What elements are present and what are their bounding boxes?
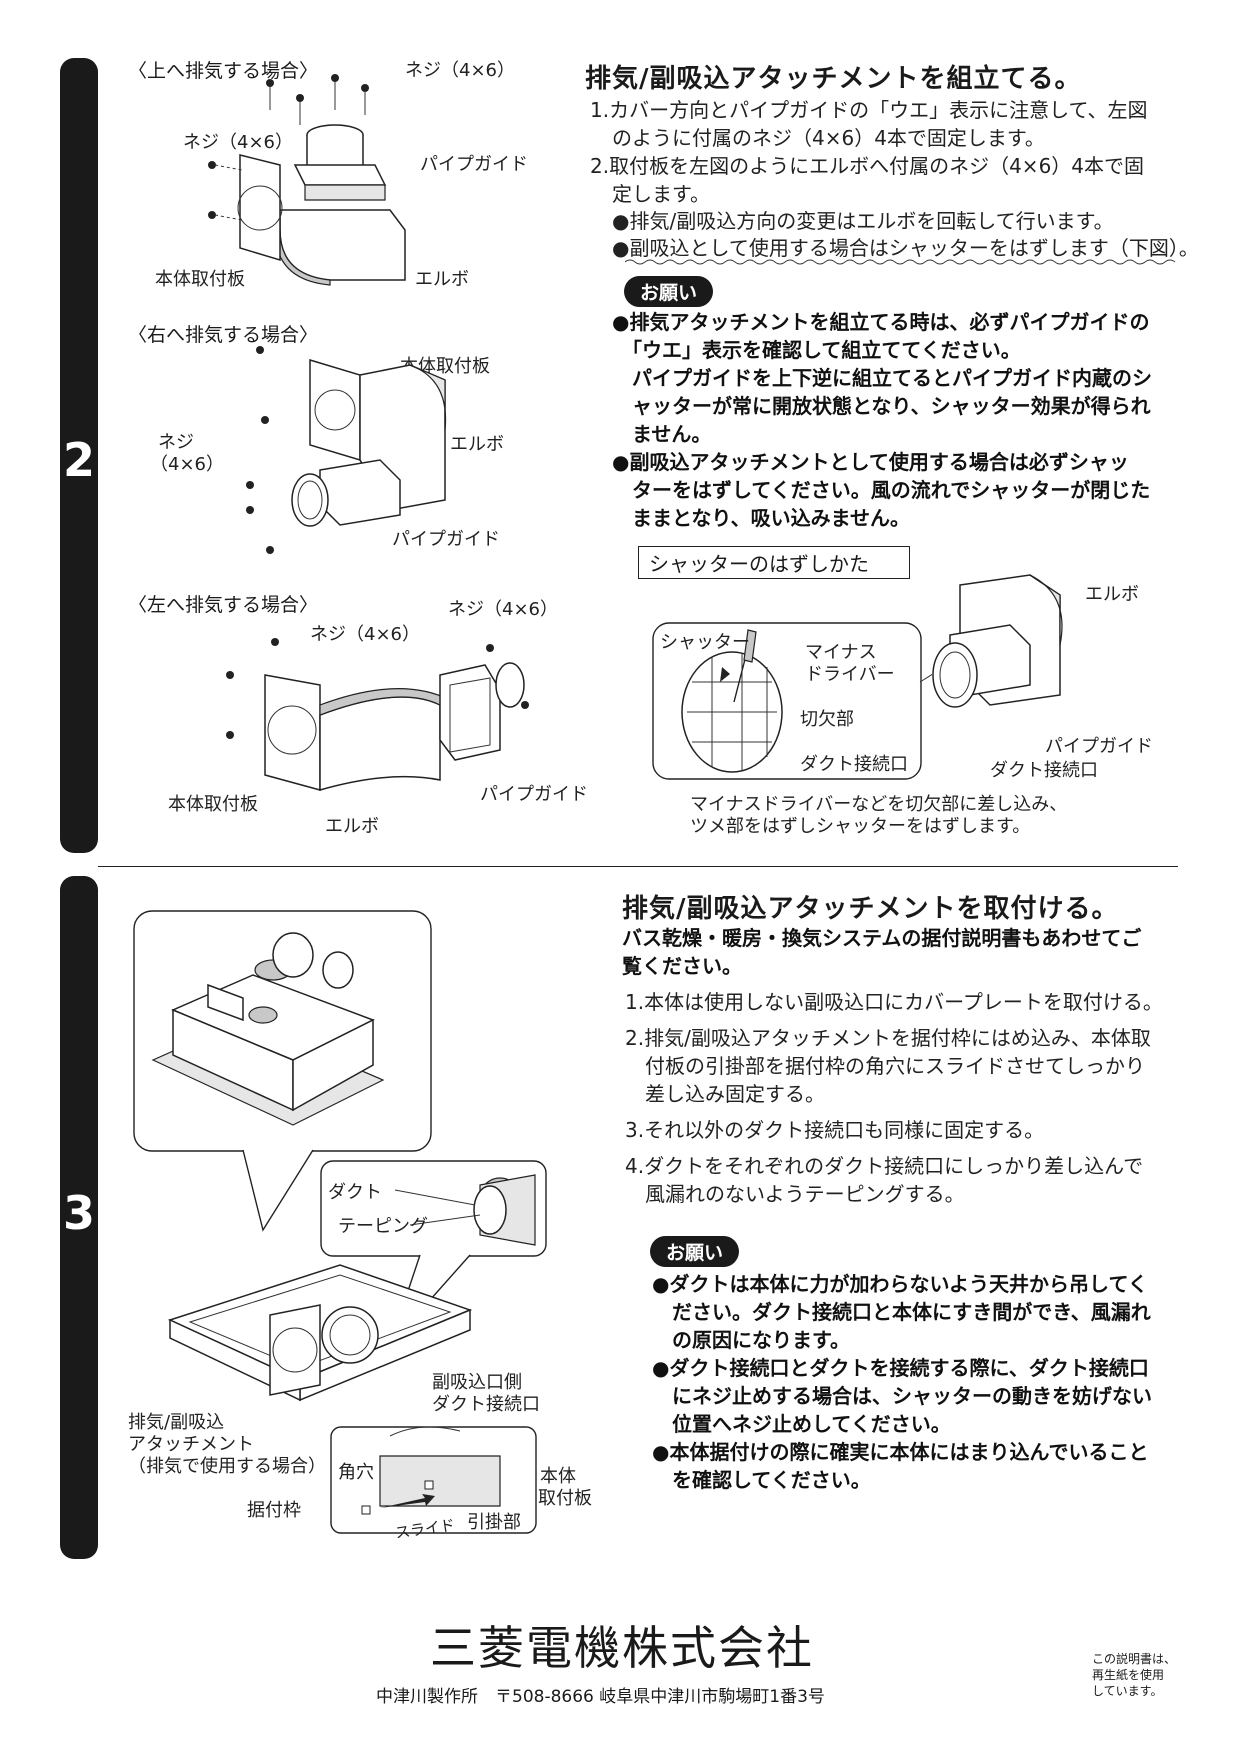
step3-instruction-2b: 付板の引掛部を据付枠の角穴にスライドさせてしっかり [645, 1054, 1145, 1078]
step2-notice-2c: ままとなり、吸い込みません。 [632, 506, 910, 530]
mounting-frame-diagram [167, 1264, 473, 1402]
left-screw-label-a: ネジ（4×6） [310, 624, 420, 645]
section-divider [98, 866, 1178, 867]
shutter-pipe-guide-label: パイプガイド [1045, 736, 1153, 757]
attachment-label-2: アタッチメント [128, 1434, 254, 1455]
unit-overview-diagram [133, 910, 432, 1232]
company-address: 中津川製作所 〒508-8666 岐阜県中津川市駒場町1番3号 [376, 1687, 825, 1707]
step2-notice-1: ●排気アタッチメントを組立てる時は、必ずパイプガイドの [612, 310, 1150, 334]
shutter-elbow-label: エルボ [1085, 584, 1139, 605]
step-2-bar: 2 [60, 58, 98, 853]
right-elbow-label: エルボ [450, 434, 504, 455]
frame-label: 据付枠 [247, 1500, 301, 1521]
step2-notice-1d: ャッターが常に開放状態となり、シャッター効果が得られ [632, 394, 1151, 418]
step3-instruction-4: 4.ダクトをそれぞれのダクト接続口にしっかり差し込んで [625, 1154, 1144, 1178]
step3-notice-2: ●ダクト接続口とダクトを接続する際に、ダクト接続口 [652, 1356, 1149, 1380]
step2-notice-1e: ません。 [632, 422, 712, 446]
step3-notice-2c: 位置へネジ止めしてください。 [672, 1412, 951, 1436]
left-elbow-label: エルボ [325, 816, 379, 837]
company-name: 三菱電機株式会社 [430, 1621, 814, 1675]
notch-label: 切欠部 [800, 709, 854, 730]
left-exhaust-caption: 〈左へ排気する場合〉 [128, 594, 319, 616]
step3-notice-1c: の原因になります。 [672, 1328, 850, 1352]
shutter-note-1: マイナスドライバーなどを切欠部に差し込み、 [690, 794, 1068, 815]
hook-label: 引掛部 [467, 1512, 521, 1533]
step2-notice-2: ●副吸込アタッチメントとして使用する場合は必ずシャッ [612, 450, 1129, 474]
attachment-label-3: （排気で使用する場合） [128, 1456, 326, 1477]
duct-label: ダクト [328, 1182, 382, 1203]
step3-instruction-3: 3.それ以外のダクト接続口も同様に固定する。 [625, 1118, 1045, 1142]
step3-notice-2b: にネジ止めする場合は、シャッターの動きを妨げない [672, 1384, 1152, 1408]
shutter-removal-title: シャッターのはずしかた [638, 546, 910, 579]
sub-inlet-label-1: 副吸込口側 [432, 1372, 522, 1393]
top-pipe-guide-label: パイプガイド [420, 154, 528, 175]
screwdriver-label-1: マイナス [805, 642, 877, 663]
right-exhaust-diagram [246, 346, 447, 554]
right-exhaust-caption: 〈右へ排気する場合〉 [128, 324, 319, 346]
step3-notice-1b: ださい。ダクト接続口と本体にすき間ができ、風漏れ [672, 1300, 1151, 1324]
shutter-note-2: ツメ部をはずしシャッターをはずします。 [690, 816, 1031, 837]
top-exhaust-diagram [208, 74, 406, 286]
step3-instruction-1: 1.本体は使用しない副吸込口にカバープレートを取付ける。 [625, 990, 1163, 1014]
slide-detail-diagram [330, 1426, 537, 1534]
left-screw-label-b: ネジ（4×6） [448, 599, 558, 620]
step3-notice-3: ●本体据付けの際に確実に本体にはまり込んでいること [652, 1440, 1149, 1464]
step2-bullet-1: ●排気/副吸込方向の変更はエルボを回転して行います。 [612, 209, 1114, 233]
shutter-detail-callout [652, 622, 932, 780]
duct-port-label-a: ダクト接続口 [800, 754, 908, 775]
top-mount-plate-label: 本体取付板 [155, 269, 245, 290]
left-exhaust-diagram [226, 638, 529, 791]
step2-notice-1c: パイプガイドを上下逆に組立てるとパイプガイド内蔵のシ [632, 366, 1152, 390]
step3-notice-badge: お願い [650, 1236, 740, 1267]
top-elbow-label: エルボ [415, 269, 469, 290]
shutter-elbow-diagram [932, 574, 1063, 708]
wavy-underline [625, 259, 1176, 265]
step-2-number: 2 [62, 433, 95, 487]
step2-instruction-1b: のように付属のネジ（4×6）4本で固定します。 [612, 126, 1045, 150]
square-hole-label: 角穴 [338, 1462, 374, 1483]
right-pipe-guide-label: パイプガイド [392, 529, 500, 550]
top-screw-label-a: ネジ（4×6） [405, 60, 515, 81]
mount-plate-label-2: 取付板 [538, 1488, 592, 1509]
sub-inlet-label-2: ダクト接続口 [432, 1394, 540, 1415]
step2-instruction-2b: 定します。 [612, 182, 710, 206]
step3-notice-3b: を確認してください。 [672, 1468, 871, 1492]
step2-notice-badge: お願い [624, 276, 714, 307]
attachment-label-1: 排気/副吸込 [128, 1412, 225, 1433]
left-pipe-guide-label: パイプガイド [480, 784, 588, 805]
top-exhaust-caption: 〈上へ排気する場合〉 [128, 60, 319, 82]
step3-instruction-2c: 差し込み固定する。 [645, 1082, 825, 1106]
step2-bullet-2: ●副吸込として使用する場合はシャッターをはずします（下図）。 [612, 236, 1199, 260]
step3-intro-2: 覧ください。 [622, 954, 742, 978]
duct-taping-callout [320, 1160, 547, 1346]
step3-instruction-2: 2.排気/副吸込アタッチメントを据付枠にはめ込み、本体取 [625, 1026, 1151, 1050]
right-screw-label-1: ネジ [158, 432, 194, 453]
recycled-paper-note-1: この説明書は、 [1092, 1652, 1177, 1666]
shutter-label: シャッター [660, 632, 750, 653]
step3-instruction-4b: 風漏れのないようテーピングする。 [645, 1182, 965, 1206]
taping-label: テーピング [338, 1216, 428, 1237]
step2-instruction-1: 1.カバー方向とパイプガイドの「ウエ」表示に注意して、左図 [590, 98, 1148, 122]
duct-port-label-b: ダクト接続口 [990, 760, 1098, 781]
step2-notice-1b: 「ウエ」表示を確認して組立ててください。 [622, 338, 1021, 362]
step3-intro-1: バス乾燥・暖房・換気システムの据付説明書もあわせてご [622, 926, 1142, 950]
top-screw-label-b: ネジ（4×6） [183, 132, 293, 153]
left-mount-plate-label: 本体取付板 [168, 794, 258, 815]
recycled-paper-note-3: しています。 [1092, 1684, 1163, 1698]
mount-plate-label-1: 本体 [540, 1466, 576, 1487]
right-screw-label-2: （4×6） [150, 454, 224, 475]
step-3-bar: 3 [60, 876, 98, 1559]
step2-heading: 排気/副吸込アタッチメントを組立てる。 [585, 64, 1082, 94]
step-3-number: 3 [62, 1186, 95, 1240]
step3-heading: 排気/副吸込アタッチメントを取付ける。 [622, 894, 1119, 924]
step3-notice-1: ●ダクトは本体に力が加わらないよう天井から吊してく [652, 1272, 1148, 1296]
step2-notice-2b: ターをはずしてください。風の流れでシャッターが閉じた [632, 478, 1151, 502]
step2-instruction-2: 2.取付板を左図のようにエルボへ付属のネジ（4×6）4本で固 [590, 154, 1145, 178]
recycled-paper-note-2: 再生紙を使用 [1092, 1668, 1165, 1682]
screwdriver-label-2: ドライバー [805, 664, 895, 685]
